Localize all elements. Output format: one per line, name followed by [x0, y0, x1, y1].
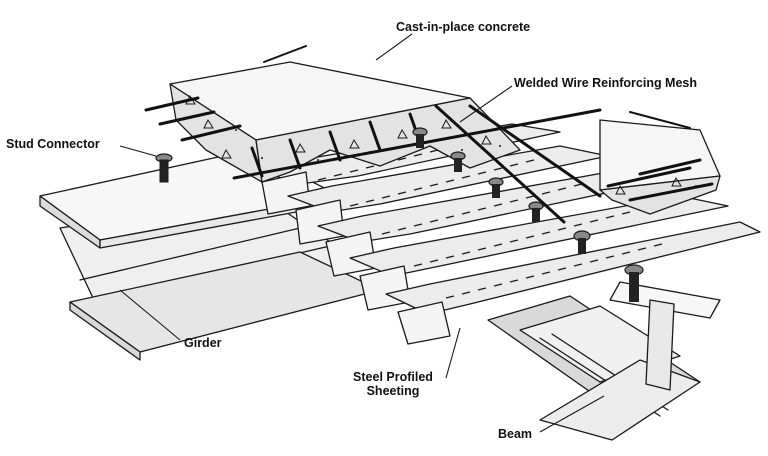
stud-leader: [119, 145, 157, 157]
concrete-leader: [375, 33, 413, 61]
label-steel-profiled-sheeting: Steel Profiled Sheeting: [341, 370, 445, 398]
label-cast-in-place-concrete: Cast-in-place concrete: [396, 20, 531, 34]
concrete-slab: [169, 61, 721, 215]
stud-connector: [412, 127, 428, 148]
label-stud-connector: Stud Connector: [6, 137, 100, 151]
label-sheeting-line2: Sheeting: [366, 384, 420, 398]
label-girder: Girder: [184, 336, 222, 350]
leader-lines: [119, 33, 605, 433]
label-welded-wire-reinforcing-mesh: Welded Wire Reinforcing Mesh: [514, 76, 698, 90]
label-sheeting-line1: Steel Profiled: [353, 370, 433, 384]
stud-connector: [528, 201, 544, 222]
stud-connector: [573, 230, 591, 254]
sheeting-leader: [445, 327, 461, 379]
stud-connector: [155, 153, 173, 183]
label-beam: Beam: [498, 427, 533, 441]
stud-connector: [450, 151, 466, 172]
mesh-leader: [459, 85, 513, 123]
beam: [487, 281, 721, 441]
stud-connectors: [155, 127, 644, 302]
girder-leader: [119, 289, 181, 341]
beam-leader: [539, 395, 605, 433]
stud-connector: [488, 177, 504, 198]
stud-connector: [624, 264, 644, 302]
welded-wire-mesh: [144, 45, 714, 224]
